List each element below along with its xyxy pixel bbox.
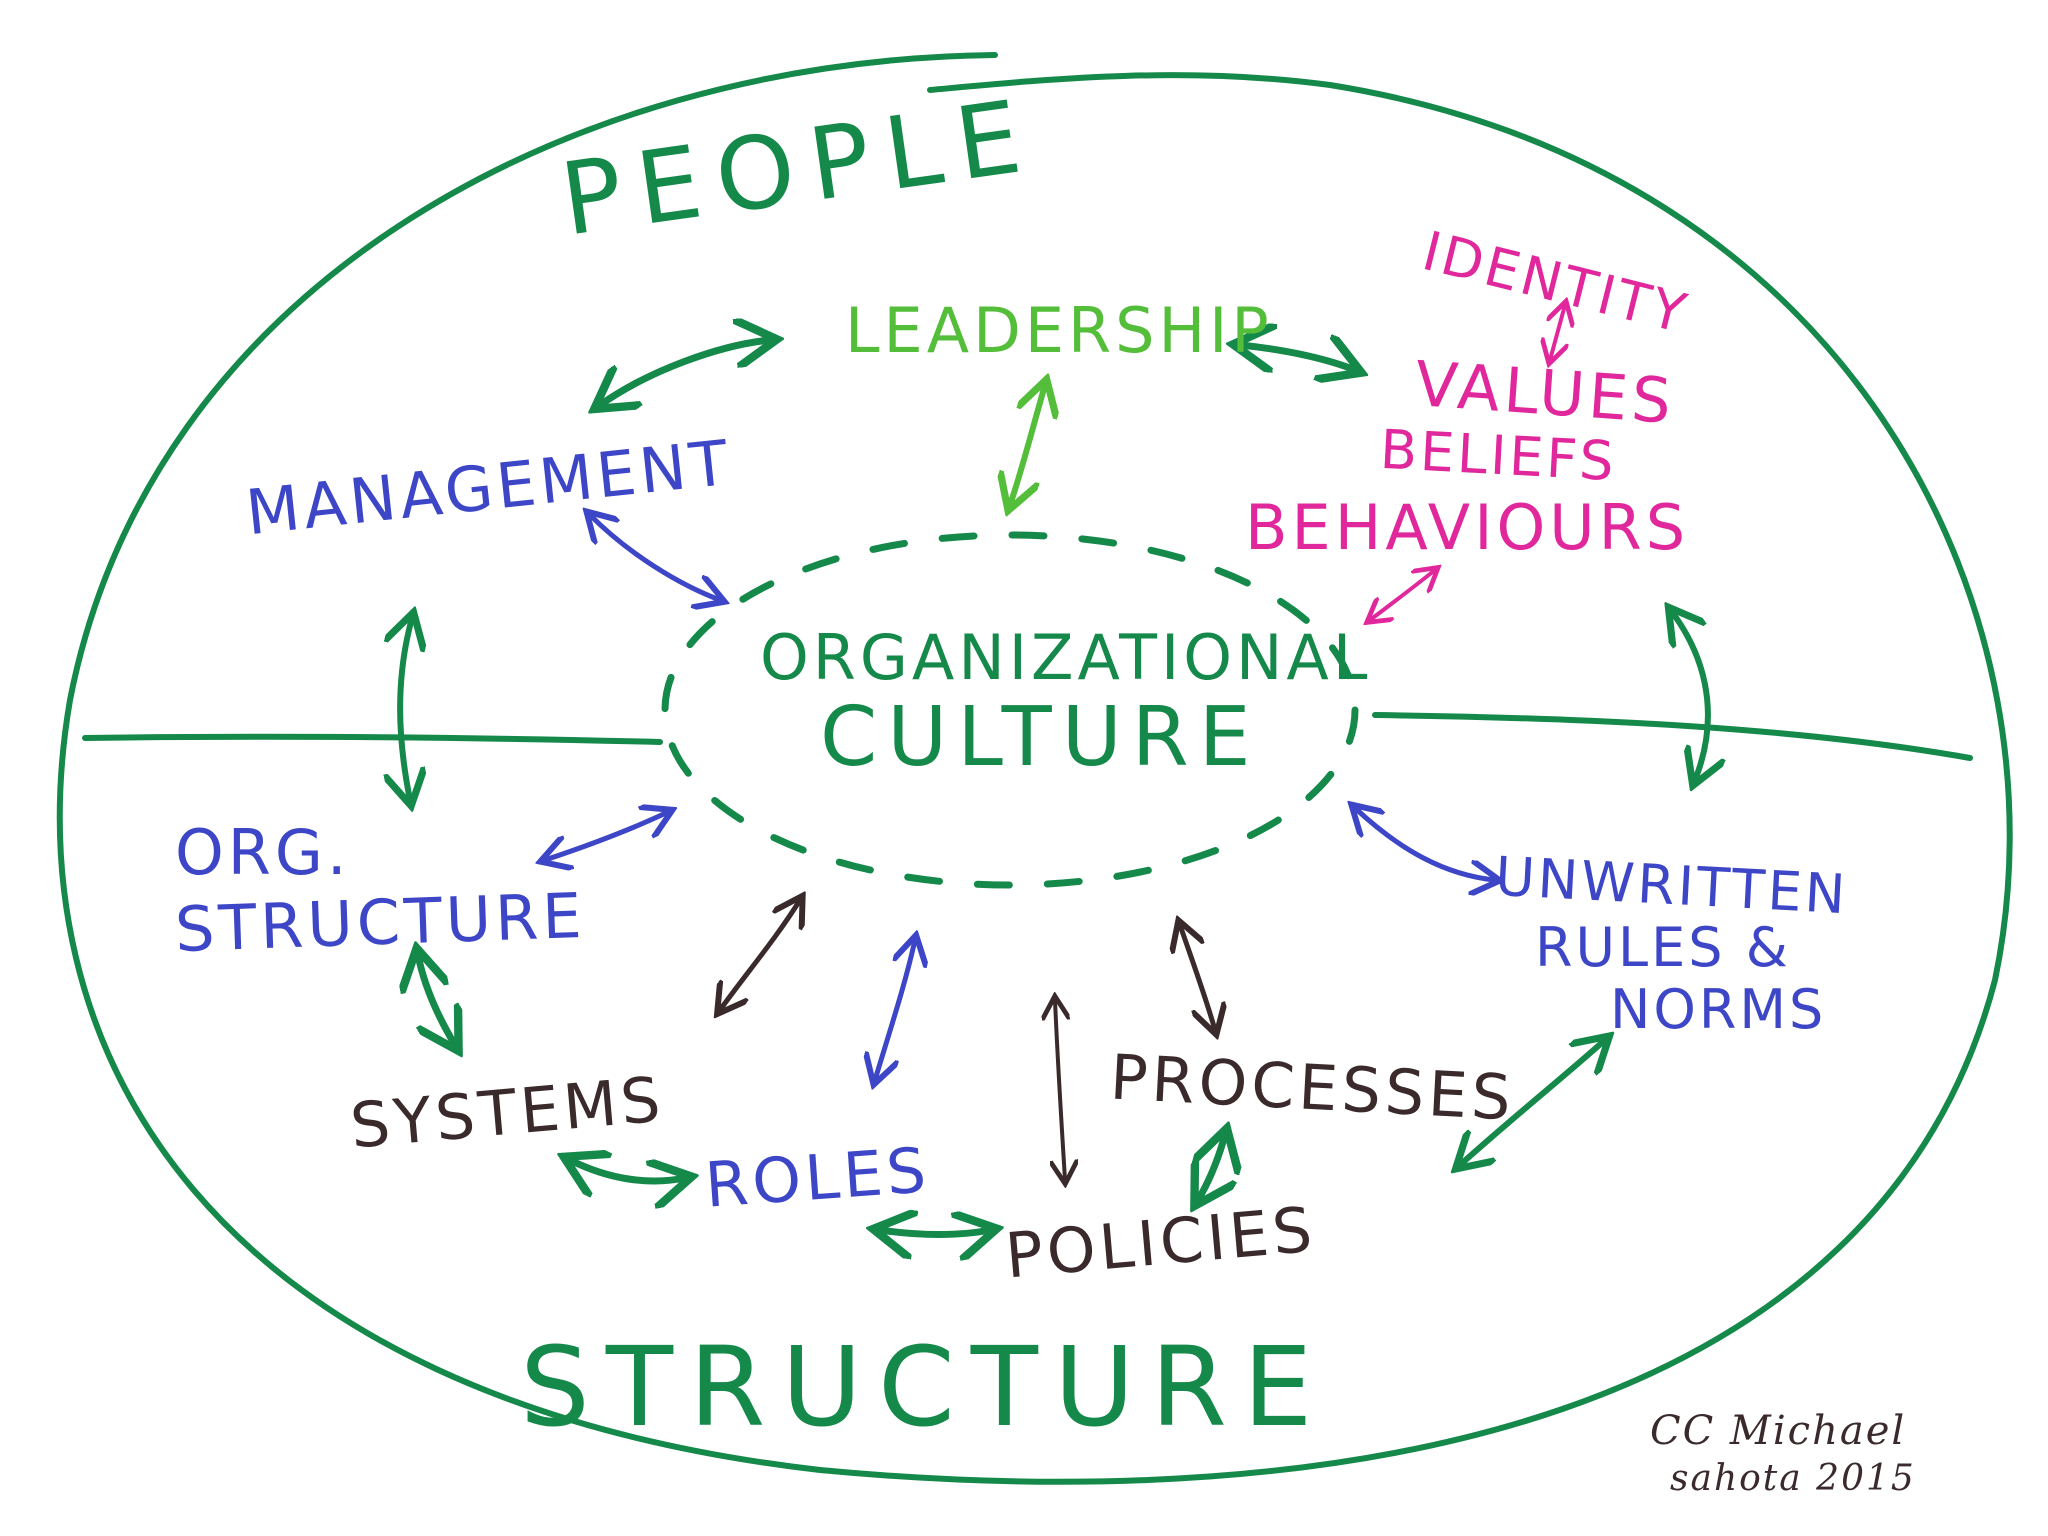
credit-line1: CC Michael [1650, 1408, 1907, 1454]
structure-label: STRUCTURE [520, 1323, 1329, 1451]
divider-right [1372, 712, 1973, 761]
arrow-culture-unwritten [1355, 808, 1495, 880]
arrow-orgstructure-culture [545, 812, 668, 860]
unwritten-label-line2: RULES & [1535, 916, 1791, 979]
org-structure-label-line2: STRUCTURE [173, 878, 587, 967]
unwritten-label-line3: NORMS [1610, 978, 1827, 1041]
arrow-behaviours-unwritten [1672, 612, 1708, 780]
arrow-management-culture [590, 515, 720, 600]
org-structure-label-line1: ORG. [175, 816, 351, 889]
culture-cloud [661, 531, 1359, 889]
org-culture-title-line1: ORGANIZATIONAL [760, 621, 1372, 694]
credit-line2: sahota 2015 [1670, 1458, 1916, 1499]
arrow-leadership-culture [1010, 385, 1045, 505]
arrow-leadership-identity [1240, 345, 1355, 370]
arrow-behaviours-culture [1370, 570, 1435, 620]
outer-boundary [56, 52, 2013, 1485]
arrow-identity-values [1550, 305, 1565, 360]
arrow-culture-processes [1180, 925, 1215, 1030]
leadership-label: LEADERSHIP [845, 294, 1273, 367]
arrow-processes-policies [1198, 1135, 1225, 1200]
arrow-orgstructure-systems [418, 955, 455, 1045]
divider-left [82, 733, 663, 745]
arrow-management-orgstructure [400, 618, 412, 800]
arrow-roles-policies [880, 1230, 990, 1235]
arrow-systems-roles [570, 1160, 685, 1181]
behaviours-label: BEHAVIOURS [1245, 491, 1690, 564]
arrow-processes-unwritten [1460, 1040, 1605, 1165]
beliefs-label: BELIEFS [1378, 417, 1619, 494]
arrow-culture-roles [875, 940, 915, 1080]
arrow-culture-systems [720, 900, 800, 1010]
org-culture-title-line2: CULTURE [820, 690, 1261, 785]
arrow-culture-policies [1055, 1000, 1065, 1180]
arrow-management-leadership [600, 340, 770, 405]
roles-label: ROLES [702, 1133, 933, 1222]
